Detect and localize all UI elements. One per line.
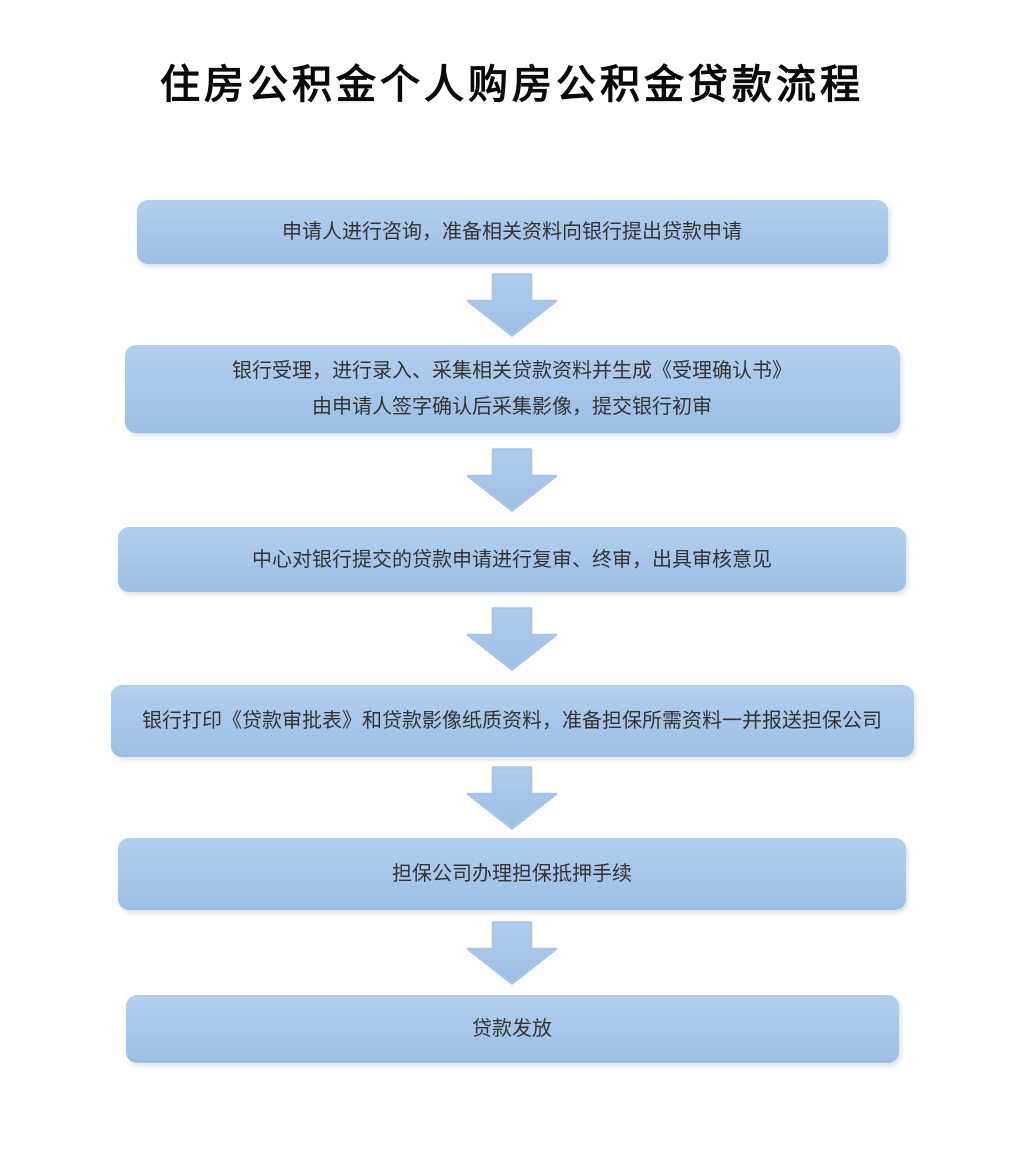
- flow-step-guarantee-mortgage: 担保公司办理担保抵押手续: [118, 838, 906, 910]
- down-arrow-icon: [466, 448, 558, 512]
- down-arrow-icon: [466, 921, 558, 985]
- flow-step-application: 申请人进行咨询，准备相关资料向银行提出贷款申请: [136, 200, 888, 264]
- flow-step-center-review: 中心对银行提交的贷款申请进行复审、终审，出具审核意见: [118, 527, 906, 592]
- down-arrow-icon: [466, 607, 558, 671]
- flowchart: 申请人进行咨询，准备相关资料向银行提出贷款申请 银行受理，进行录入、采集相关贷款…: [0, 200, 1024, 1063]
- flow-step-bank-print-submit: 银行打印《贷款审批表》和贷款影像纸质资料，准备担保所需资料一并报送担保公司: [110, 685, 914, 757]
- down-arrow-icon: [466, 766, 558, 830]
- flow-step-bank-acceptance: 银行受理，进行录入、采集相关贷款资料并生成《受理确认书》 由申请人签字确认后采集…: [124, 345, 900, 433]
- page-title: 住房公积金个人购房公积金贷款流程: [160, 63, 864, 107]
- flow-step-bank-acceptance-label: 银行受理，进行录入、采集相关贷款资料并生成《受理确认书》 由申请人签字确认后采集…: [232, 360, 792, 418]
- flow-step-guarantee-mortgage-label: 担保公司办理担保抵押手续: [392, 863, 632, 885]
- down-arrow-icon: [466, 273, 558, 337]
- flow-step-application-label: 申请人进行咨询，准备相关资料向银行提出贷款申请: [282, 221, 742, 243]
- flow-step-center-review-label: 中心对银行提交的贷款申请进行复审、终审，出具审核意见: [252, 548, 772, 571]
- flow-step-loan-disbursement-label: 贷款发放: [472, 1018, 552, 1040]
- flow-step-loan-disbursement: 贷款发放: [125, 995, 899, 1063]
- flow-step-bank-print-submit-label: 银行打印《贷款审批表》和贷款影像纸质资料，准备担保所需资料一并报送担保公司: [142, 710, 882, 732]
